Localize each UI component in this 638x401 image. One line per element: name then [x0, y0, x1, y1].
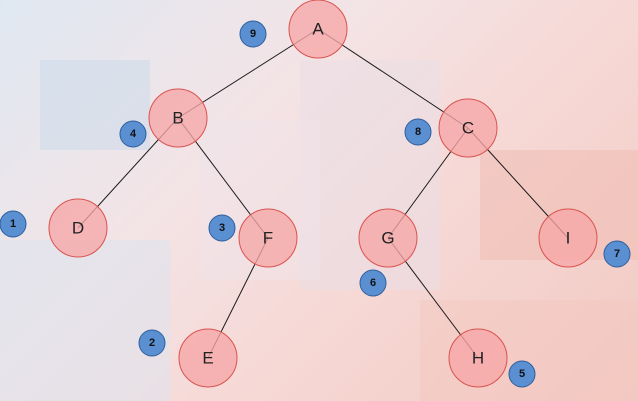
- tree-node-d[interactable]: D1: [0, 198, 108, 258]
- node-circle: [358, 208, 418, 268]
- order-badge-label: 5: [519, 368, 525, 380]
- node-label: H: [472, 349, 484, 368]
- node-circle: [48, 198, 108, 258]
- order-badge-label: 1: [10, 218, 16, 230]
- order-badge: [239, 20, 267, 48]
- order-badge: [404, 118, 432, 146]
- node-label: I: [566, 229, 571, 248]
- node-label: B: [172, 109, 183, 128]
- tree-node-g[interactable]: G6: [358, 208, 418, 297]
- order-badge-label: 2: [149, 337, 155, 349]
- tree-node-b[interactable]: B4: [119, 88, 208, 148]
- tree-node-a[interactable]: A9: [239, 0, 348, 59]
- node-circle: [538, 208, 598, 268]
- order-badge: [603, 240, 631, 268]
- node-circle: [238, 208, 298, 268]
- order-badge: [359, 269, 387, 297]
- edge-a-c: [317, 28, 469, 129]
- tree-edges: [77, 28, 569, 359]
- tree-node-h[interactable]: H5: [448, 328, 536, 388]
- node-label: C: [462, 119, 474, 138]
- node-circle: [178, 328, 238, 388]
- order-badge: [119, 120, 147, 148]
- order-badge: [0, 210, 27, 238]
- tree-node-f[interactable]: F3: [208, 208, 298, 268]
- order-badge: [208, 214, 236, 242]
- order-badge-label: 3: [219, 222, 225, 234]
- order-badge-label: 7: [614, 248, 620, 260]
- order-badge-label: 6: [370, 277, 376, 289]
- tree-node-i[interactable]: I7: [538, 208, 631, 268]
- node-label: F: [263, 229, 273, 248]
- order-badge-label: 4: [130, 128, 137, 140]
- node-circle: [448, 328, 508, 388]
- node-label: A: [312, 20, 324, 39]
- node-circle: [148, 88, 208, 148]
- order-badge: [138, 329, 166, 357]
- node-circle: [288, 0, 348, 59]
- node-label: D: [72, 219, 84, 238]
- order-badge: [508, 360, 536, 388]
- tree-node-e[interactable]: E2: [138, 328, 238, 388]
- node-label: G: [381, 229, 394, 248]
- tree-node-c[interactable]: C8: [404, 98, 498, 158]
- order-badge-label: 9: [250, 28, 256, 40]
- node-circle: [438, 98, 498, 158]
- node-label: E: [202, 349, 213, 368]
- order-badge-label: 8: [415, 126, 421, 138]
